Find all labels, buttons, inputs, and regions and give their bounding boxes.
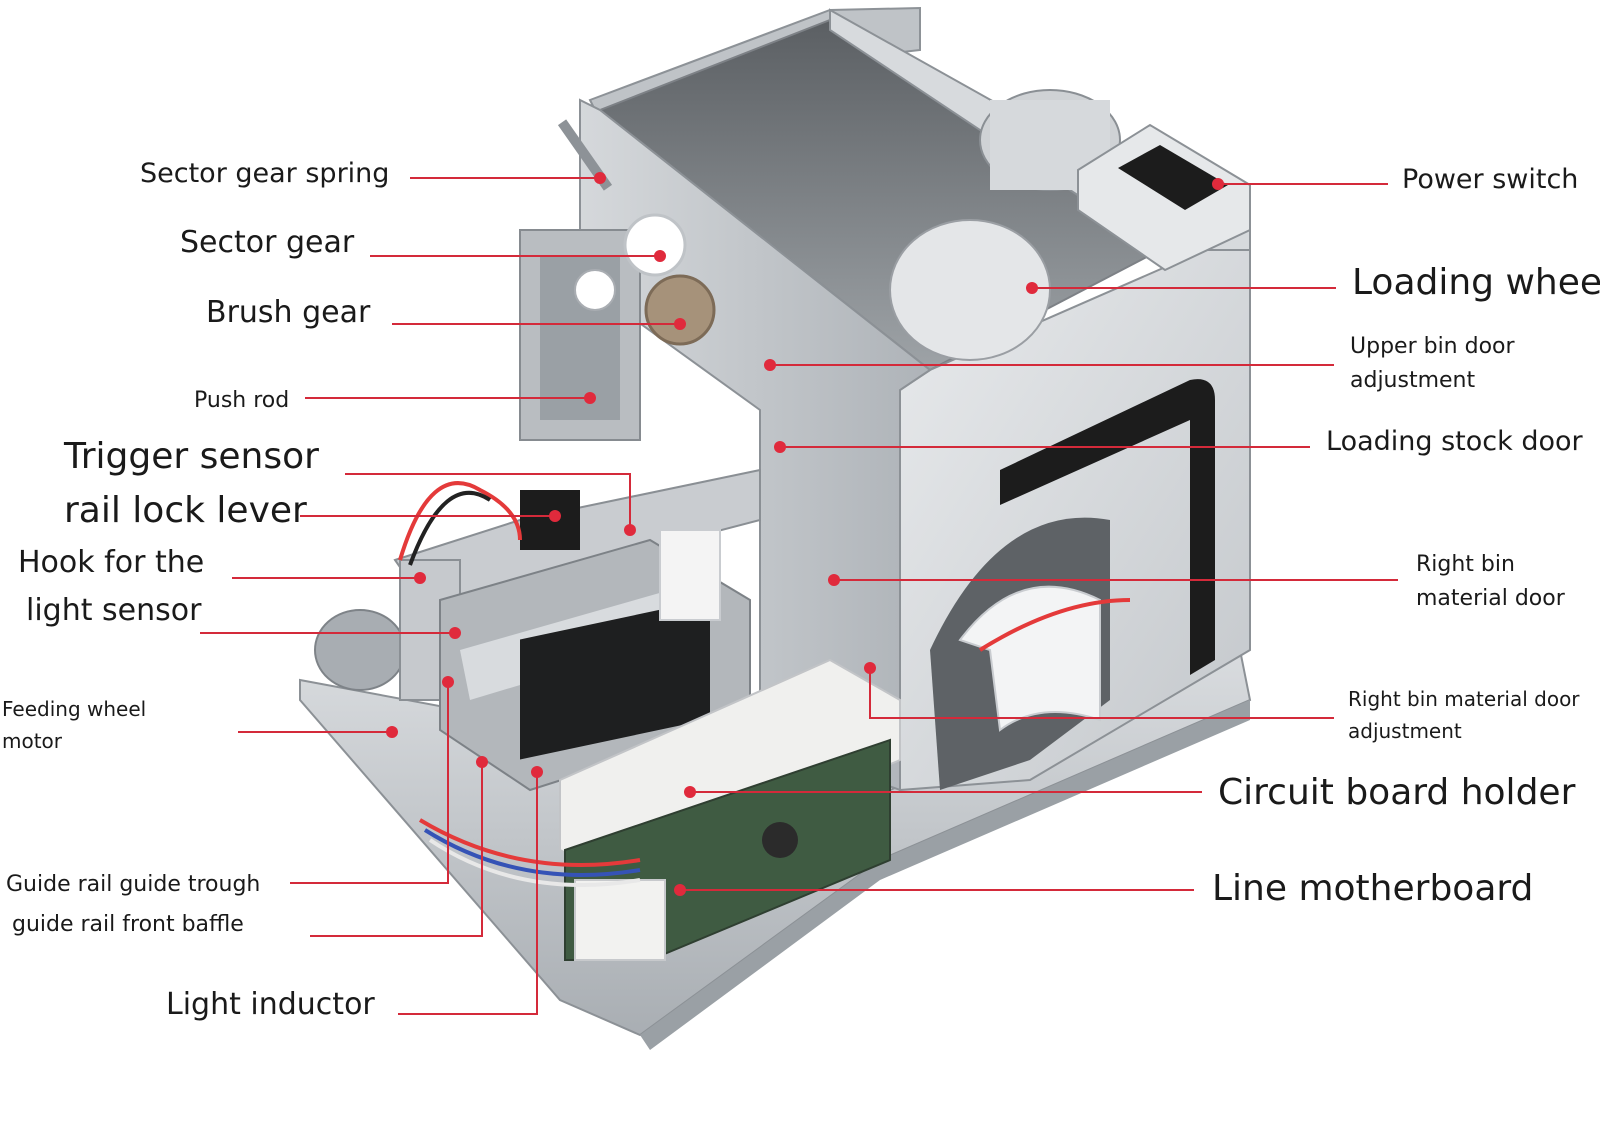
leader-loading-wheel-dot [1026, 282, 1038, 294]
leader-right-bin-material-door-adjustment [869, 668, 1334, 719]
leader-dots [386, 172, 1224, 896]
leader-lines [200, 177, 1398, 1015]
leader-push-rod-dot [584, 392, 596, 404]
leader-light-inductor-dot [531, 766, 543, 778]
label-line-motherboard: Line motherboard [1212, 868, 1534, 909]
label-loading-stock-door: Loading stock door [1326, 426, 1583, 457]
label-brush-gear: Brush gear [206, 295, 371, 330]
label-rail-lock-lever: rail lock lever [64, 490, 307, 531]
leader-trigger-sensor-dot [624, 524, 636, 536]
leader-sector-gear-spring-dot [594, 172, 606, 184]
circuit-board-area [559, 658, 901, 961]
ribbon-cable-opening [930, 517, 1110, 790]
label-upper-bin-door-adjustment-2: adjustment [1350, 368, 1476, 393]
label-right-bin-material-door-2: material door [1416, 586, 1565, 611]
leader-guide-rail-front-baffle [310, 762, 483, 937]
leader-guide-rail-front-baffle-dot [476, 756, 488, 768]
label-push-rod: Push rod [194, 388, 290, 413]
leader-right-bin-material-door-adjustment-dot [864, 662, 876, 674]
label-guide-rail-guide-trough: Guide rail guide trough [6, 872, 261, 897]
leader-rail-lock-lever-dot [549, 510, 561, 522]
leader-loading-stock-door-dot [774, 441, 786, 453]
label-feeding-wheel-motor-2: motor [2, 729, 63, 753]
label-right-bin-material-door-1: Right bin [1416, 552, 1515, 577]
leader-trigger-sensor [345, 473, 631, 530]
label-sector-gear-spring: Sector gear spring [140, 158, 390, 189]
label-circuit-board-holder: Circuit board holder [1218, 772, 1576, 813]
power-switch-part [1077, 123, 1251, 272]
label-hook-light-sensor-2: light sensor [26, 593, 202, 628]
label-trigger-sensor: Trigger sensor [64, 436, 319, 477]
label-upper-bin-door-adjustment-1: Upper bin door [1350, 334, 1515, 359]
leader-right-bin-material-door-dot [828, 574, 840, 586]
leader-guide-rail-guide-trough-dot [442, 676, 454, 688]
label-loading-wheel: Loading wheel [1352, 262, 1600, 303]
leader-feeding-wheel-motor-dot [386, 726, 398, 738]
gear-assembly [557, 119, 716, 346]
leader-line-motherboard-dot [674, 884, 686, 896]
leader-upper-bin-door-adjustment-dot [764, 359, 776, 371]
leader-guide-rail-guide-trough [290, 682, 449, 884]
label-right-bin-material-door-adjustment-1: Right bin material door [1348, 687, 1580, 711]
leader-brush-gear-dot [674, 318, 686, 330]
leader-light-inductor [398, 772, 538, 1015]
label-guide-rail-front-baffle: guide rail front baffle [12, 912, 244, 937]
leader-hook-light-sensor-2-dot [449, 627, 461, 639]
leader-power-switch-dot [1212, 178, 1224, 190]
label-feeding-wheel-motor-1: Feeding wheel [2, 697, 147, 721]
handle-part [1000, 379, 1215, 675]
label-hook-light-sensor-1: Hook for the [18, 545, 205, 580]
leader-hook-light-sensor-dot [414, 572, 426, 584]
label-sector-gear: Sector gear [180, 225, 355, 260]
label-right-bin-material-door-adjustment-2: adjustment [1348, 719, 1462, 743]
leader-circuit-board-holder-dot [684, 786, 696, 798]
leader-sector-gear-dot [654, 250, 666, 262]
label-light-inductor: Light inductor [166, 987, 375, 1022]
label-power-switch: Power switch [1402, 164, 1579, 195]
